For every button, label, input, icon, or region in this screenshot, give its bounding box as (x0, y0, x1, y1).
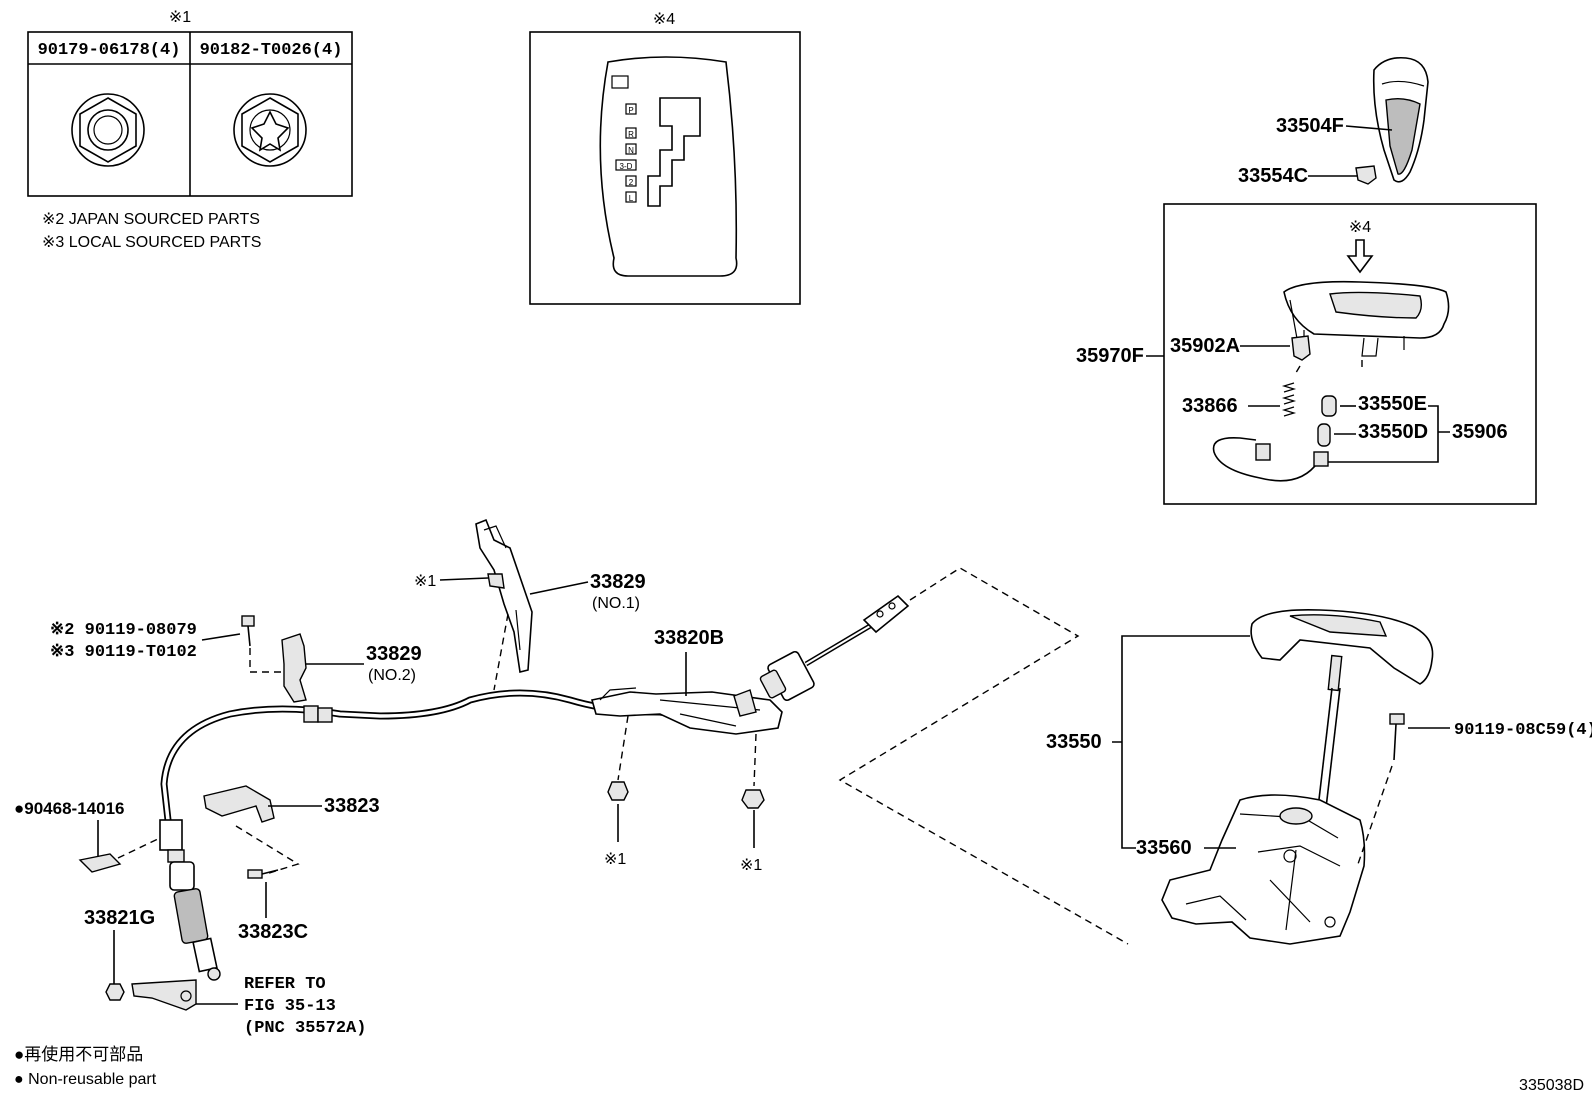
label-no2: (NO.2) (368, 667, 416, 684)
label-90468: ●90468-14016 (14, 799, 124, 818)
indicator-housing (1283, 280, 1450, 357)
shift-knob (1372, 56, 1429, 183)
svg-text:2: 2 (629, 178, 634, 187)
svg-text:P: P (628, 106, 633, 115)
label-33820b: 33820B (654, 627, 724, 649)
clip-35902a (1291, 335, 1311, 361)
label-33550e: 33550E (1358, 393, 1427, 415)
bracket-33829-no2 (281, 633, 307, 703)
label-no1: (NO.1) (592, 595, 640, 612)
label-bolt-mark3: ※3 90119-T0102 (50, 643, 197, 662)
refer-line-1: REFER TO (244, 975, 326, 994)
label-35906: 35906 (1452, 421, 1508, 443)
figure-id: 335038D (1519, 1077, 1584, 1094)
label-33823c: 33823C (238, 921, 308, 943)
label-33866: 33866 (1182, 395, 1238, 417)
panel-border (529, 31, 801, 305)
down-arrow-icon (1346, 239, 1374, 274)
svg-text:N: N (628, 146, 634, 155)
shift-gate (647, 97, 701, 207)
label-33821g: 33821G (84, 907, 155, 929)
shift-lever-rod (1317, 654, 1343, 809)
cable-end-fitting-front (759, 594, 910, 702)
label-mark1-nut-a: ※1 (604, 851, 626, 868)
nut-mount-a (607, 781, 629, 801)
bulb-33550d (1317, 423, 1331, 447)
note-japan-sourced: ※2 JAPAN SOURCED PARTS (42, 211, 260, 228)
label-mark1-clip: ※1 (414, 573, 436, 590)
label-90119-08c59: 90119-08C59(4) (1454, 721, 1592, 740)
svg-text:R: R (628, 130, 634, 139)
svg-text:3-D: 3-D (620, 162, 633, 171)
cable-clip (78, 853, 122, 873)
label-33504f: 33504F (1276, 115, 1344, 137)
wire-harness (1212, 436, 1329, 482)
label-33560: 33560 (1136, 837, 1192, 859)
refer-line-2: FIG 35-13 (244, 997, 336, 1016)
bulb-33550e (1321, 395, 1337, 417)
table-mark: ※1 (169, 9, 191, 26)
clip-33829 (487, 573, 505, 589)
arrow-mark: ※4 (1349, 219, 1371, 236)
label-bolt-mark2: ※2 90119-08079 (50, 621, 197, 640)
table-col2-part: 90182-T0026(4) (200, 41, 343, 60)
label-33829-no2: 33829 (366, 643, 422, 665)
label-35902a: 35902A (1170, 335, 1240, 357)
spring-icon (1281, 382, 1297, 417)
table-col1-part: 90179-06178(4) (38, 41, 181, 60)
shift-lever-base (1161, 794, 1366, 945)
bolt-90119-08c59 (1389, 713, 1405, 761)
nut-mount-b (741, 789, 765, 809)
indicator-panel: ※4 P R N 3-D 2 L (529, 11, 801, 305)
legend-jp: ●再使用不可部品 (14, 1044, 143, 1064)
cable-bracket-33820b (590, 687, 783, 735)
nut-33821g (105, 983, 125, 1001)
label-33550: 33550 (1046, 731, 1102, 753)
bracket-33823 (203, 785, 275, 823)
hex-nut-icon (71, 93, 145, 167)
shift-lever-housing-cover (1250, 608, 1434, 685)
bolt-33823c (247, 869, 279, 879)
subassembly-box (1163, 203, 1537, 505)
label-33550d: 33550D (1358, 421, 1428, 443)
bracket-33829-no1 (475, 518, 533, 673)
bolt-90119 (241, 615, 255, 647)
legend-en: ● Non-reusable part (14, 1071, 157, 1088)
flange-nut-icon (233, 93, 307, 167)
label-33823: 33823 (324, 795, 380, 817)
label-33829-no1: 33829 (590, 571, 646, 593)
label-mark1-nut-b: ※1 (740, 857, 762, 874)
cable-end-fitting (159, 819, 221, 981)
label-33554c: 33554C (1238, 165, 1308, 187)
note-local-sourced: ※3 LOCAL SOURCED PARTS (42, 234, 261, 251)
refer-line-3: (PNC 35572A) (244, 1019, 366, 1038)
panel-mark: ※4 (653, 11, 675, 28)
svg-text:L: L (629, 194, 634, 203)
label-35970f: 35970F (1076, 345, 1144, 367)
fastener-table: ※1 90179-06178(4) 90182-T0026(4) (27, 9, 353, 197)
knob-button (1355, 165, 1377, 185)
gear-position-markers: P R N 3-D 2 L (615, 103, 637, 203)
control-lever-link (131, 979, 197, 1011)
